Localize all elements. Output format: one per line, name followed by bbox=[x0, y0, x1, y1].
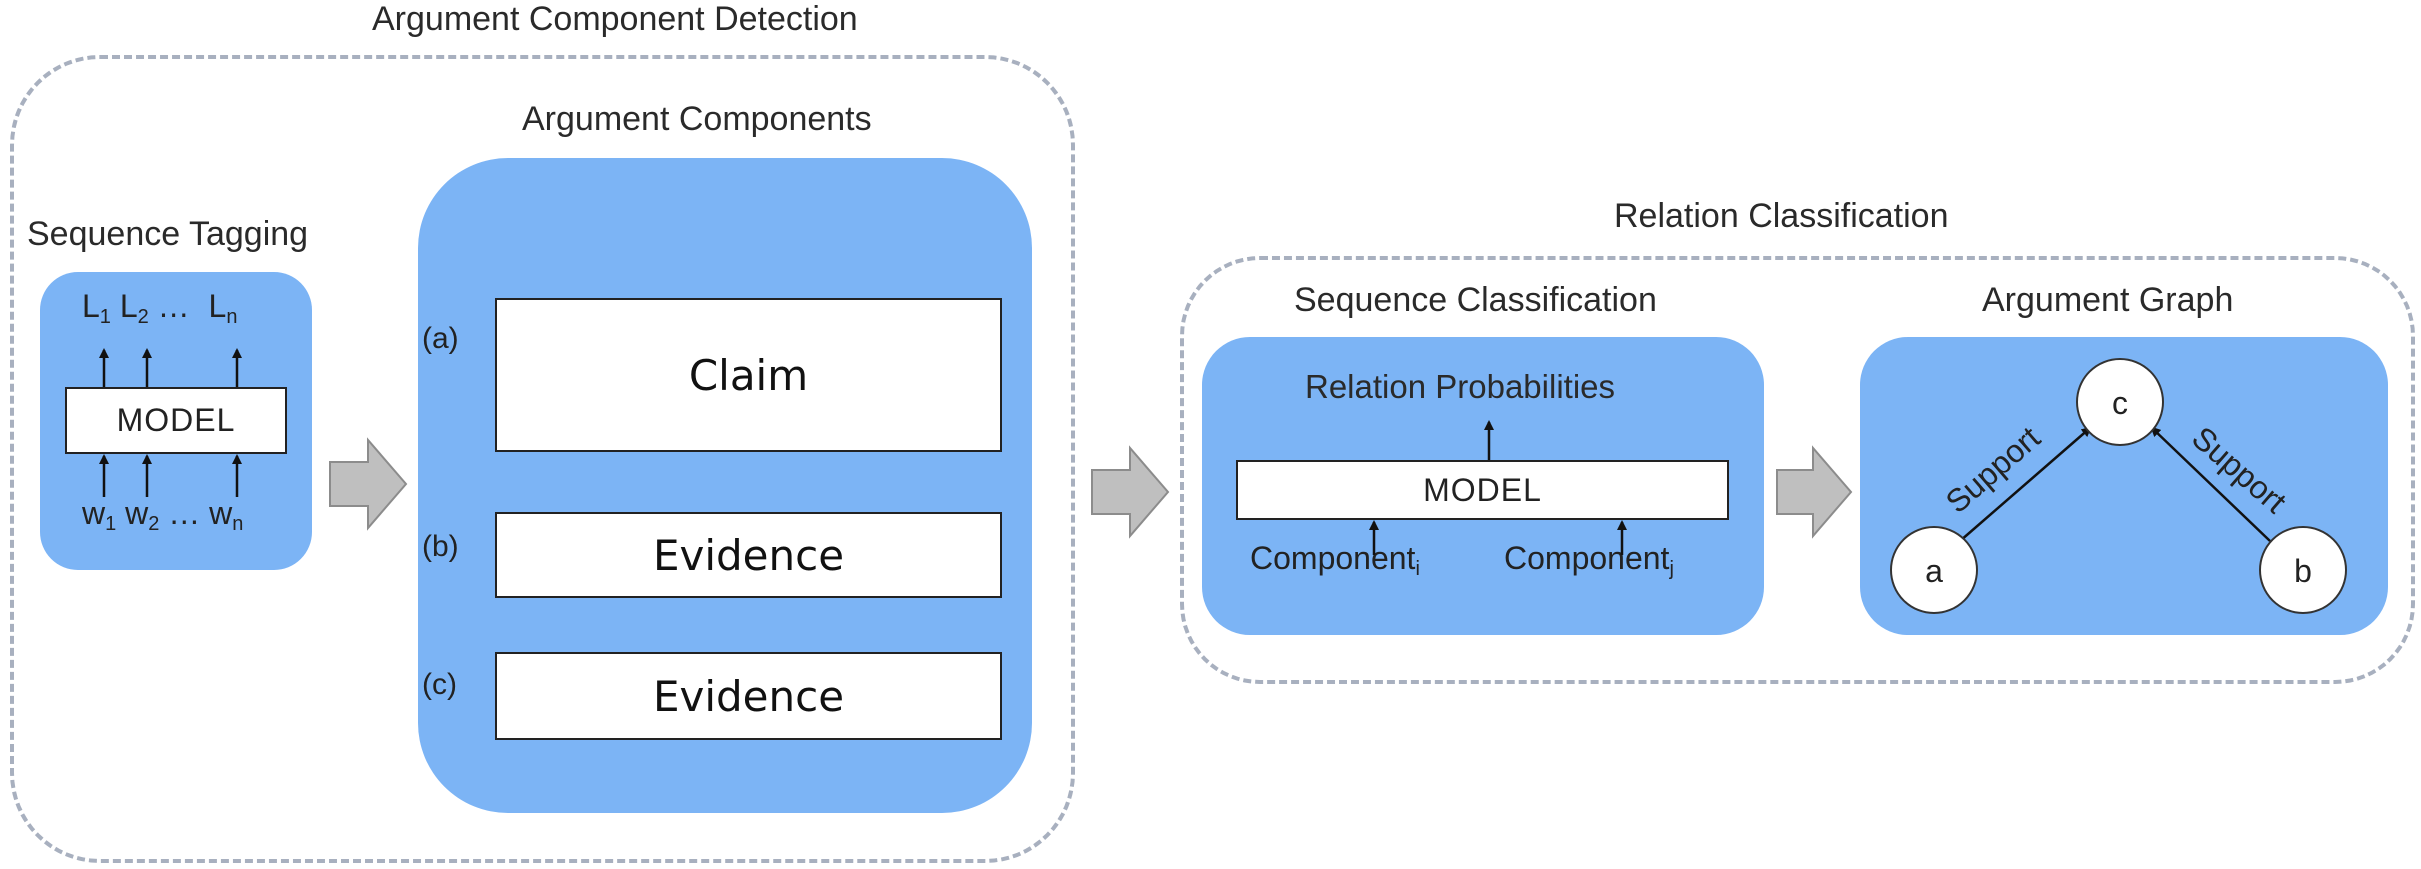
edge-label-support-right: Support bbox=[2185, 419, 2293, 520]
components-title: Argument Components bbox=[522, 100, 872, 138]
edge-label-support-left: Support bbox=[1939, 419, 2047, 520]
classification-model-label: MODEL bbox=[1423, 471, 1542, 508]
claim-label: Claim bbox=[688, 350, 809, 400]
seq-tagging-title: Sequence Tagging bbox=[27, 215, 309, 253]
graph-node-b: b bbox=[2259, 526, 2347, 614]
rc-title: Relation Classification bbox=[1614, 197, 1949, 235]
component-tag-c: (c) bbox=[422, 668, 457, 701]
node-c-label: c bbox=[2112, 385, 2128, 421]
component-tag-b: (b) bbox=[422, 530, 459, 563]
component-j-input: Componentj bbox=[1504, 540, 1674, 580]
claim-box: Claim bbox=[495, 298, 1002, 452]
component-tag-a: (a) bbox=[422, 322, 459, 355]
acd-title: Argument Component Detection bbox=[372, 0, 858, 38]
edge-b-to-c bbox=[2150, 426, 2271, 542]
acd-container bbox=[10, 55, 1075, 863]
classification-model-box: MODEL bbox=[1236, 460, 1729, 520]
rc-container bbox=[1180, 256, 2415, 684]
evidence-label-2: Evidence bbox=[652, 671, 845, 721]
flow-arrow-1 bbox=[329, 437, 408, 531]
component-i-input: Componenti bbox=[1250, 540, 1420, 580]
tagging-model-box: MODEL bbox=[65, 387, 287, 454]
flow-arrow-2 bbox=[1091, 445, 1170, 539]
graph-node-c: c bbox=[2076, 358, 2164, 446]
tagging-model-label: MODEL bbox=[116, 402, 236, 438]
evidence-box-1: Evidence bbox=[495, 512, 1002, 598]
node-b-label: b bbox=[2294, 553, 2312, 589]
tagging-output-arrows bbox=[99, 348, 242, 387]
node-a-label: a bbox=[1925, 553, 1943, 589]
graph-node-a: a bbox=[1890, 526, 1978, 614]
output-labels: L1 L2 … Ln bbox=[82, 288, 238, 328]
evidence-box-2: Evidence bbox=[495, 652, 1002, 740]
flow-arrow-3 bbox=[1776, 445, 1853, 539]
tagging-input-arrows bbox=[99, 454, 242, 497]
edge-a-to-c bbox=[1959, 426, 2092, 542]
evidence-label-1: Evidence bbox=[652, 530, 845, 580]
input-words: w1 w2 … wn bbox=[82, 495, 244, 535]
relation-probabilities: Relation Probabilities bbox=[1305, 368, 1616, 405]
graph-title: Argument Graph bbox=[1982, 281, 2234, 319]
seq-class-title: Sequence Classification bbox=[1294, 281, 1657, 319]
